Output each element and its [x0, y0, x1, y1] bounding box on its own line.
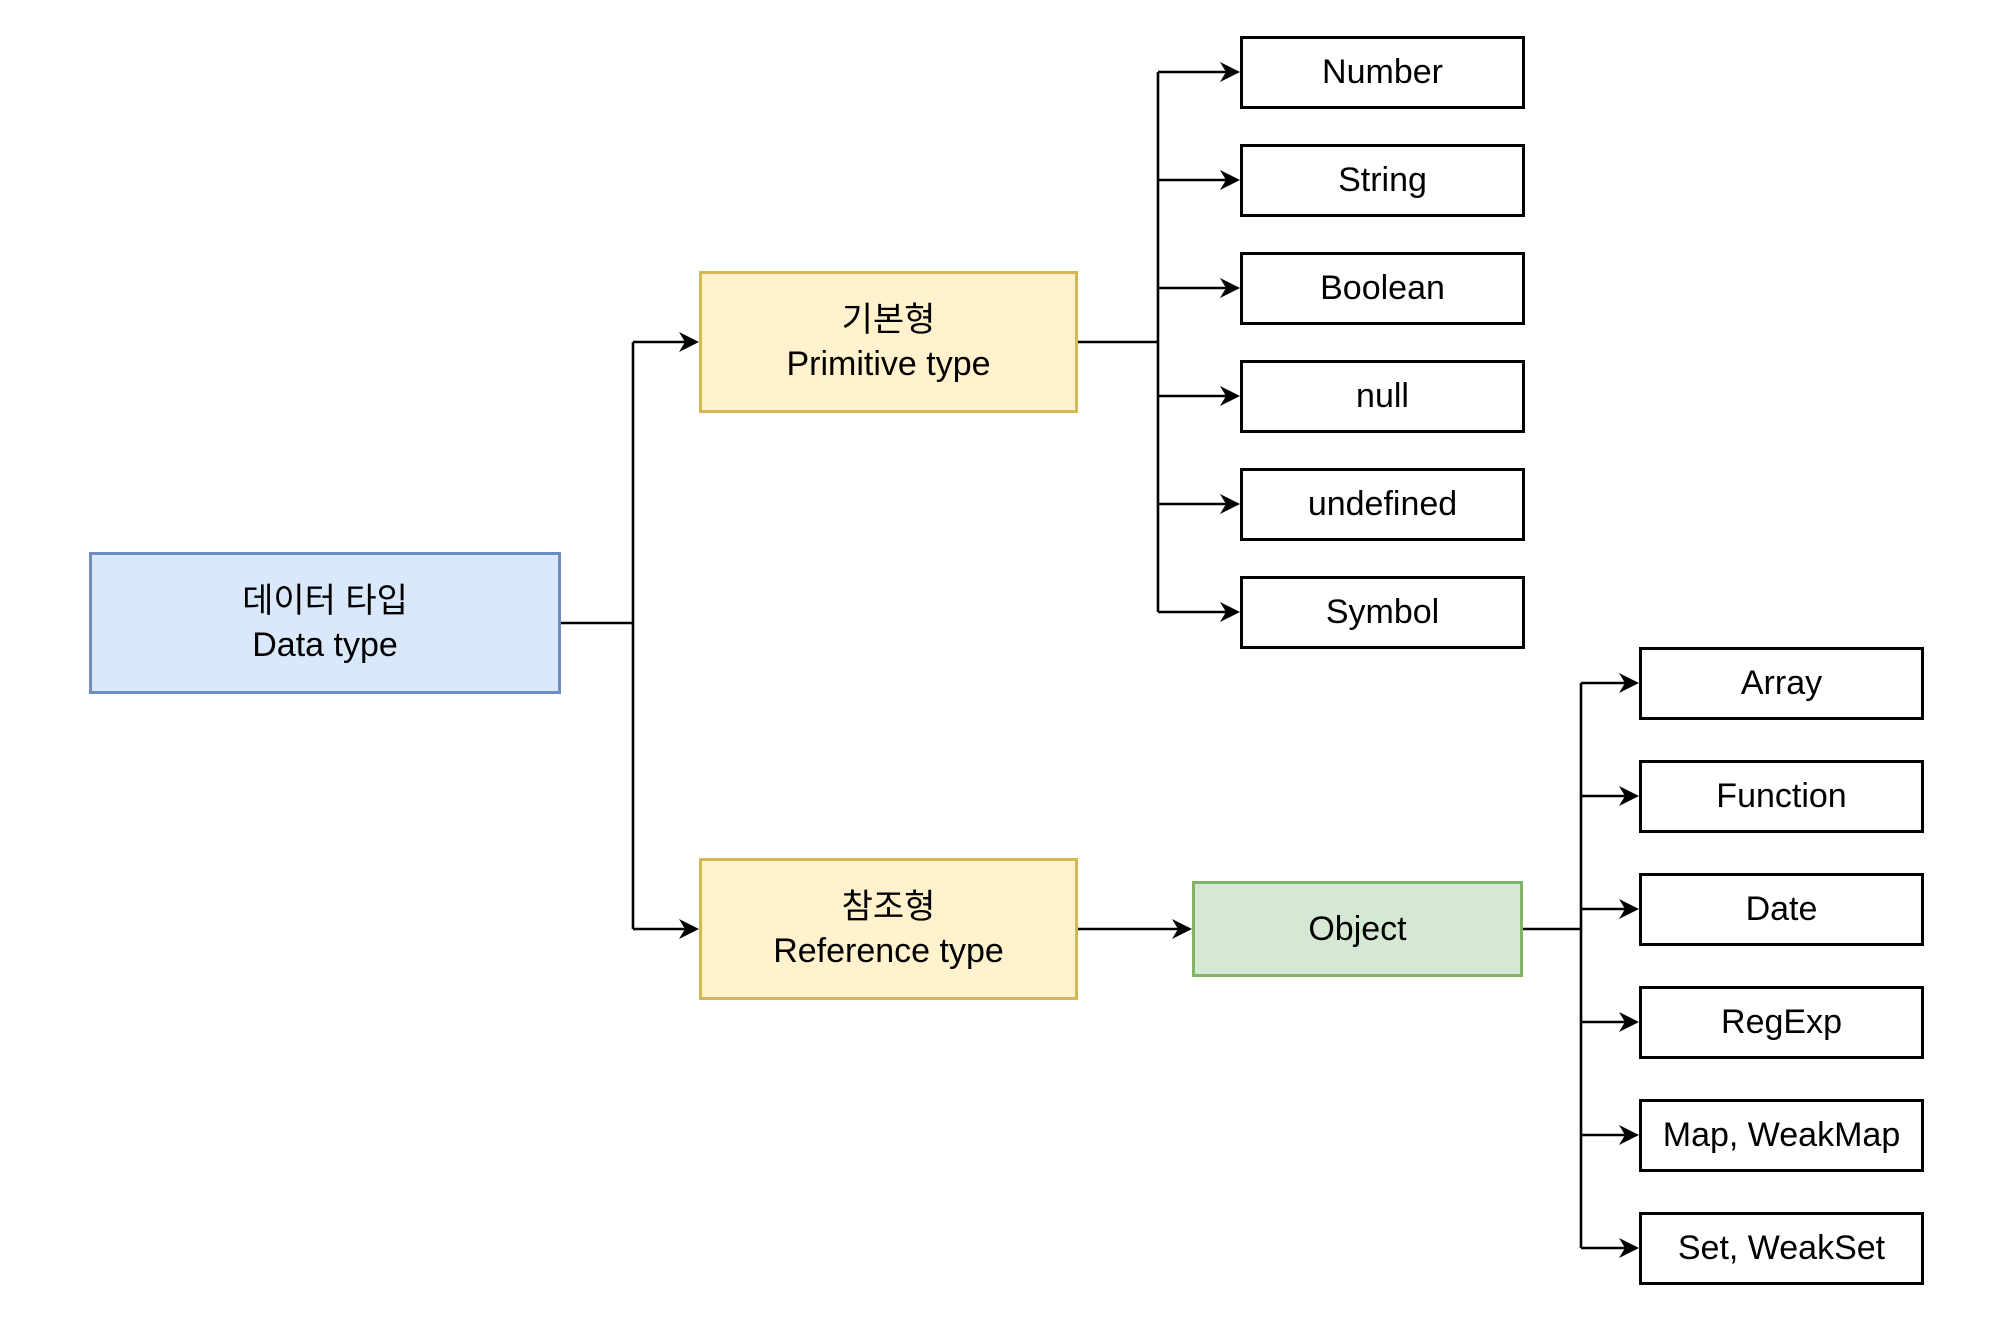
- leaf-symbol-label: Symbol: [1325, 593, 1440, 632]
- node-primitive-type-korean: 기본형: [841, 300, 936, 339]
- leaf-symbol: Symbol: [1240, 576, 1525, 649]
- leaf-function: Function: [1639, 760, 1924, 833]
- leaf-array-label: Array: [1740, 664, 1823, 703]
- node-reference-type: 참조형 Reference type: [699, 858, 1078, 1000]
- leaf-date-label: Date: [1745, 890, 1818, 929]
- leaf-string-label: String: [1338, 161, 1427, 200]
- leaf-number: Number: [1240, 36, 1525, 109]
- arrowhead-object-child-2: [1619, 899, 1639, 919]
- leaf-regexp-label: RegExp: [1721, 1003, 1842, 1042]
- leaf-array: Array: [1639, 647, 1924, 720]
- arrowhead-object-child-5: [1619, 1238, 1639, 1258]
- node-object: Object: [1192, 881, 1523, 977]
- leaf-regexp: RegExp: [1639, 986, 1924, 1059]
- node-data-type: 데이터 타입 Data type: [89, 552, 561, 694]
- leaf-number-label: Number: [1322, 53, 1443, 92]
- arrowhead-primitive-child-1: [1220, 170, 1240, 190]
- leaf-undefined-label: undefined: [1307, 485, 1458, 524]
- leaf-string: String: [1240, 144, 1525, 217]
- leaf-date: Date: [1639, 873, 1924, 946]
- node-object-label: Object: [1308, 909, 1407, 948]
- arrowhead-reference: [679, 919, 699, 939]
- leaf-set-weakset-label: Set, WeakSet: [1677, 1229, 1886, 1268]
- node-primitive-type-english: Primitive type: [786, 345, 991, 383]
- arrowhead-object-child-4: [1619, 1125, 1639, 1145]
- arrowhead-object-child-0: [1619, 673, 1639, 693]
- leaf-boolean: Boolean: [1240, 252, 1525, 325]
- leaf-set-weakset: Set, WeakSet: [1639, 1212, 1924, 1285]
- leaf-map-weakmap-label: Map, WeakMap: [1662, 1116, 1901, 1155]
- leaf-function-label: Function: [1716, 777, 1847, 816]
- leaf-map-weakmap: Map, WeakMap: [1639, 1099, 1924, 1172]
- arrowhead-primitive-child-2: [1220, 278, 1240, 298]
- arrowhead-primitive: [679, 332, 699, 352]
- node-data-type-english: Data type: [252, 626, 398, 664]
- leaf-null-label: null: [1356, 377, 1409, 416]
- arrowhead-primitive-child-3: [1220, 386, 1240, 406]
- node-reference-type-english: Reference type: [773, 932, 1004, 970]
- node-data-type-korean: 데이터 타입: [242, 581, 408, 620]
- node-reference-type-korean: 참조형: [841, 887, 936, 926]
- node-primitive-type: 기본형 Primitive type: [699, 271, 1078, 413]
- leaf-null: null: [1240, 360, 1525, 433]
- arrowhead-primitive-child-0: [1220, 62, 1240, 82]
- leaf-boolean-label: Boolean: [1320, 269, 1445, 308]
- leaf-undefined: undefined: [1240, 468, 1525, 541]
- arrowhead-object-child-1: [1619, 786, 1639, 806]
- arrowhead-object: [1172, 919, 1192, 939]
- arrowhead-object-child-3: [1619, 1012, 1639, 1032]
- arrowhead-primitive-child-5: [1220, 602, 1240, 622]
- arrowhead-primitive-child-4: [1220, 494, 1240, 514]
